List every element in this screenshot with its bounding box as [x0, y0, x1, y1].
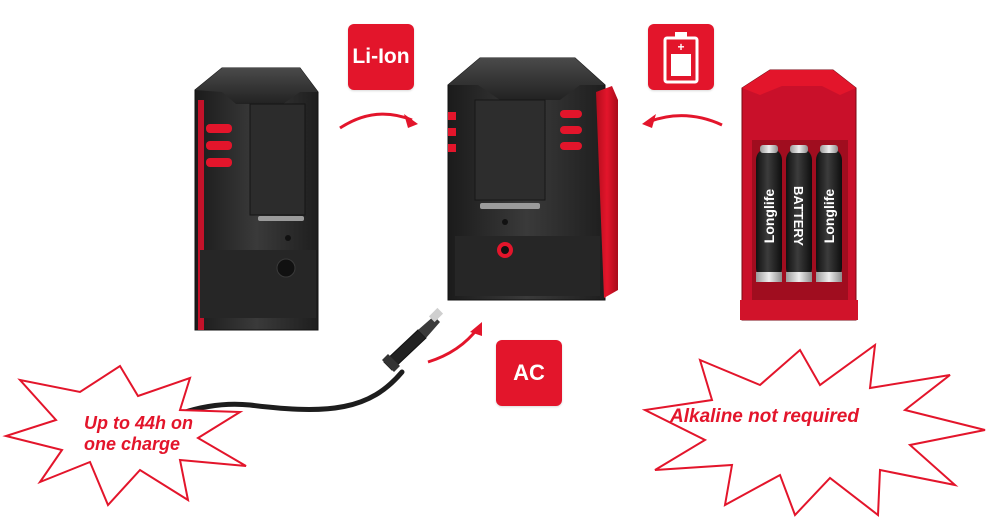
battery-icon: + [663, 32, 699, 84]
right-device-image: Longlife BATTERY Longlife [740, 69, 858, 321]
callout-left-line2: one charge [84, 433, 181, 454]
callout-left-line1: Up to 44h on [84, 413, 193, 433]
liion-badge: Li-Ion [348, 24, 414, 90]
left-device-image [194, 67, 319, 331]
starburst-left [2, 364, 247, 507]
callout-right: Alkaline not required [670, 406, 859, 427]
battery-badge: + [648, 24, 714, 90]
ac-badge: AC [496, 340, 562, 406]
arrow-ac-head [470, 322, 482, 336]
center-device-image [447, 57, 618, 301]
battery-label-3: Longlife [821, 189, 837, 244]
callout-left: Up to 44h on one charge [84, 413, 244, 454]
battery-label-1: Longlife [761, 189, 777, 244]
arrow-liion-head [404, 114, 418, 128]
arrow-liion [339, 112, 413, 130]
svg-text:+: + [677, 40, 684, 54]
arrow-battery-head [642, 114, 656, 128]
starburst-right [641, 342, 986, 517]
arrow-ac [427, 327, 480, 364]
arrow-battery [647, 114, 723, 127]
battery-label-2: BATTERY [791, 186, 806, 246]
